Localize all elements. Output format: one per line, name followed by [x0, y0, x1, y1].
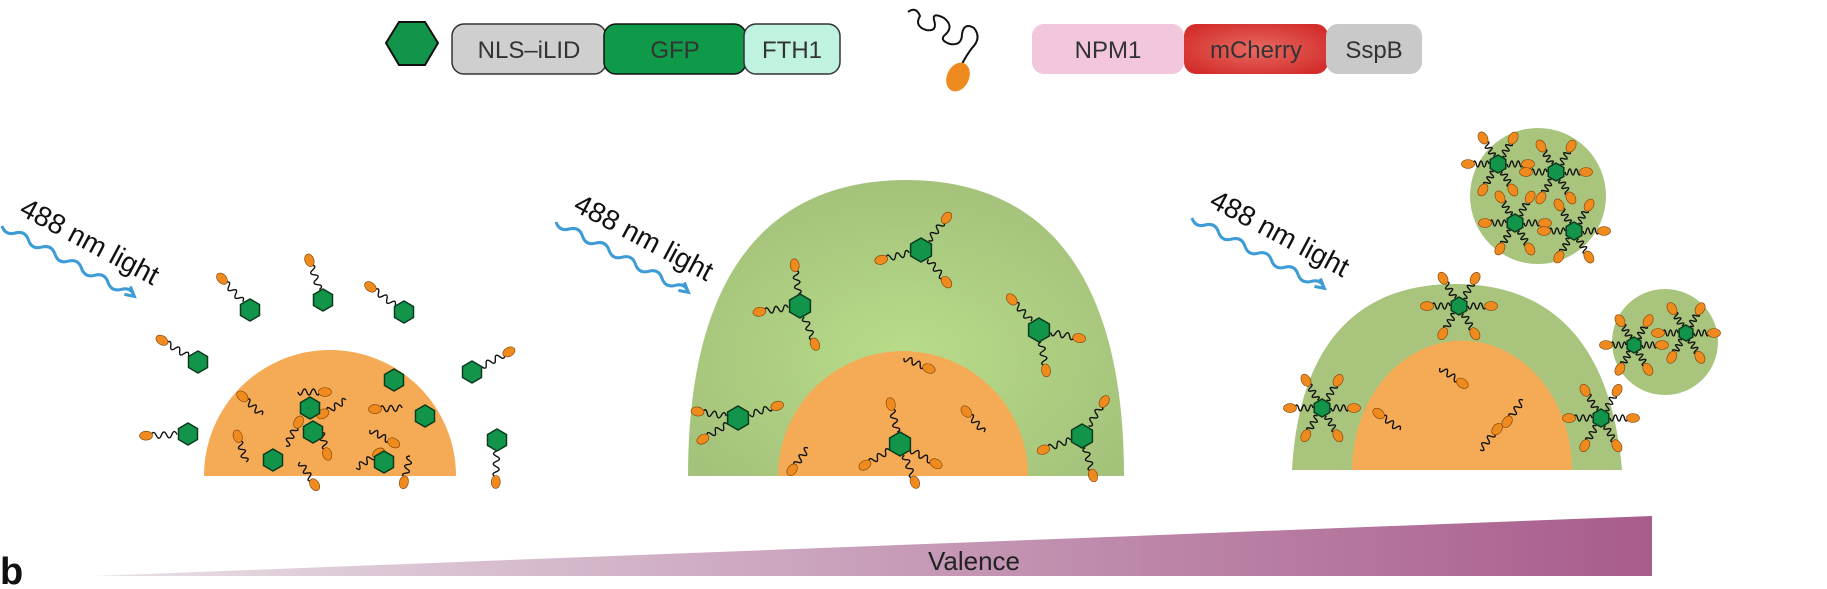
npm1-label: NPM1 [1075, 37, 1142, 64]
gfp-label: GFP [650, 37, 699, 64]
mcherry-block [1184, 24, 1328, 74]
panel-high-valence: 488 nm light [1190, 128, 1721, 470]
valence-gradient-wedge [94, 516, 1652, 576]
panel-medium-valence: 488 nm light [554, 180, 1124, 489]
valence-label: Valence [928, 546, 1020, 576]
fth1-label: FTH1 [762, 37, 822, 64]
sspb-label: SspB [1345, 37, 1402, 64]
light-wave-icon [1190, 217, 1327, 291]
ferritin-core-hexagon-icon [384, 21, 440, 66]
particle-layer [690, 211, 1110, 489]
panel-low-valence: 488 nm light [0, 192, 516, 491]
npm1-tail-oval-icon [907, 8, 979, 92]
mcherry-label: mCherry [1210, 37, 1302, 64]
npm1-condensate [1352, 340, 1572, 470]
npm1-condensate [778, 351, 1028, 476]
npm1-block [1032, 24, 1184, 74]
legend: NLS–iLID GFP FTH1 NPM1 mCherry SspB [384, 8, 1422, 92]
particle-layer [1283, 131, 1721, 453]
panel-letter-b: b [0, 551, 23, 589]
sspb-block [1326, 24, 1422, 74]
particle-layer [139, 253, 516, 491]
nls-ilid-label: NLS–iLID [478, 37, 581, 64]
fth1-shell [688, 180, 1124, 476]
light-wave-icon [0, 225, 137, 299]
light-wave-icon [554, 221, 691, 295]
fth1-block [743, 23, 841, 75]
